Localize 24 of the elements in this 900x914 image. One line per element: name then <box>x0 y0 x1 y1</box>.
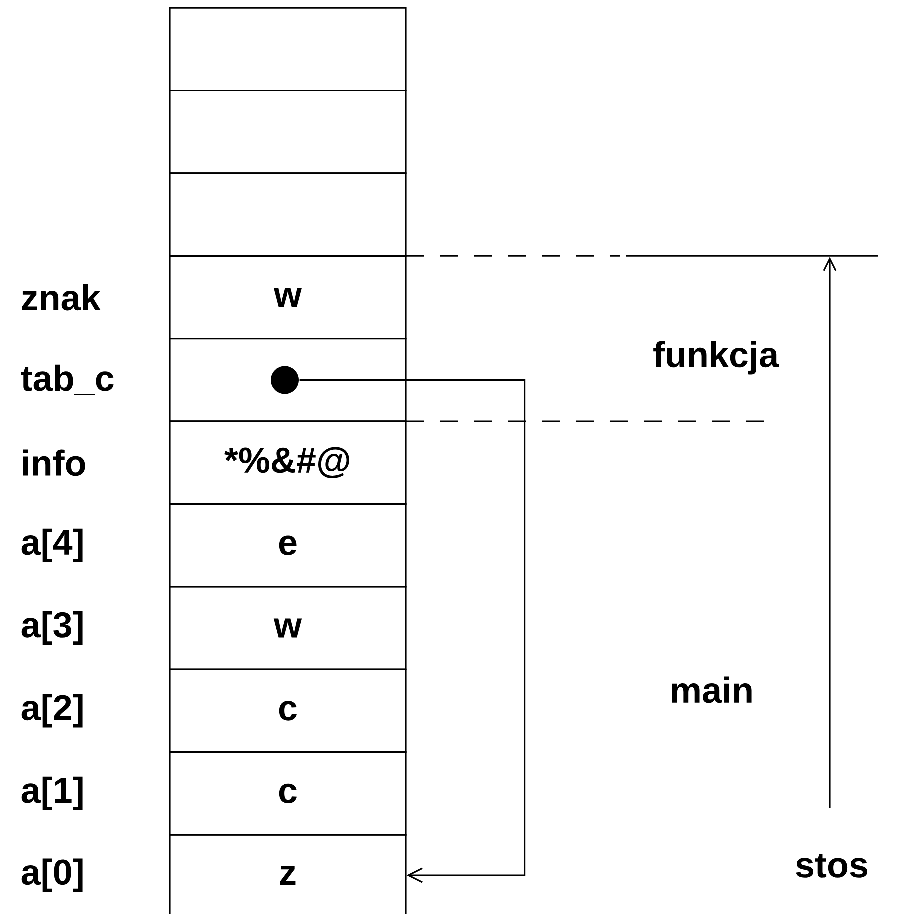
variable-name: a[4] <box>22 528 83 562</box>
memory-cell <box>169 172 407 257</box>
variable-name: a[2] <box>22 694 83 728</box>
memory-cell: c <box>169 752 407 836</box>
memory-cell: w <box>169 255 407 340</box>
pointer-arrow <box>300 379 526 884</box>
region-label: funkcja <box>654 341 780 375</box>
variable-name: info <box>23 450 86 476</box>
region-label: main <box>672 676 752 704</box>
variable-name: tab_c <box>21 364 114 396</box>
variable-name: a[1] <box>22 776 83 810</box>
memory-cell <box>169 7 407 92</box>
variable-name: znak <box>22 284 101 311</box>
memory-cell <box>169 90 407 174</box>
memory-cell <box>169 338 407 422</box>
memory-cell: c <box>169 668 407 754</box>
region-label: stos <box>796 854 868 878</box>
memory-cell: e <box>169 503 407 588</box>
memory-cell: z <box>169 834 407 914</box>
variable-name: a[3] <box>22 611 83 645</box>
memory-cell: *%&#@ <box>169 420 407 506</box>
pointer-dot <box>271 366 299 394</box>
memory-cell: w <box>169 586 407 670</box>
variable-name: a[0] <box>22 858 83 892</box>
